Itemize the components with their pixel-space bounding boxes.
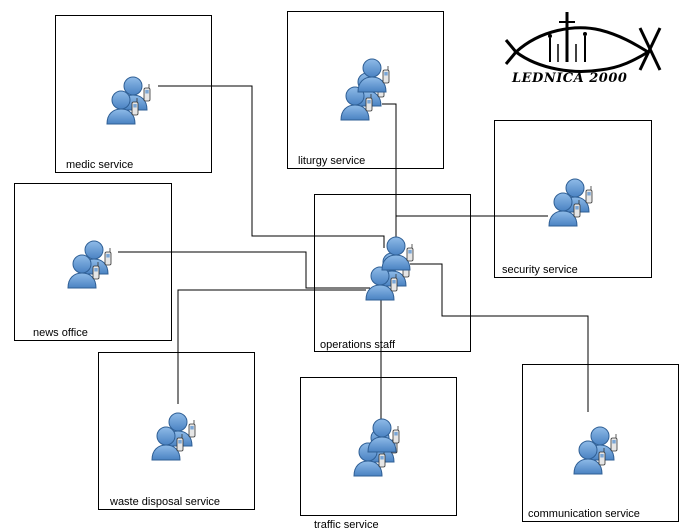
connector-medic [158, 85, 385, 248]
security-service-box [494, 120, 652, 278]
operations-staff-icon [366, 236, 414, 300]
traffic-service-label: traffic service [314, 519, 379, 531]
connector-news [118, 251, 370, 289]
connector-waste [177, 289, 366, 404]
connector-lines [118, 85, 589, 428]
fish-cross-logo-icon [504, 12, 662, 73]
news-office-box [14, 183, 172, 341]
connector-communication [410, 263, 589, 412]
waste-disposal-service-icon [152, 413, 195, 460]
operations-staff-box [314, 194, 471, 352]
node-boxes [14, 11, 679, 522]
liturgy-service-label: liturgy service [298, 155, 365, 167]
waste-disposal-service-box [98, 352, 255, 510]
waste-disposal-service-label: waste disposal service [109, 496, 220, 508]
security-service-icon [549, 179, 592, 226]
medic-service-icon [107, 77, 150, 124]
communication-service-icon [574, 427, 617, 474]
security-service-label: security service [502, 264, 578, 276]
medic-service-box [55, 15, 212, 173]
communication-service-label: communication service [528, 508, 640, 520]
news-office-label: news office [33, 327, 88, 339]
operations-staff-label: operations staff [320, 339, 396, 351]
news-office-icon [68, 241, 111, 288]
liturgy-service-icon [341, 58, 390, 120]
connector-liturgy [382, 103, 397, 240]
traffic-service-icon [354, 418, 400, 476]
liturgy-service-box [287, 11, 444, 169]
medic-service-label: medic service [66, 159, 133, 171]
logo-text: LEDNICA 2000 [511, 71, 627, 86]
communication-service-box [522, 364, 679, 522]
traffic-service-box [300, 377, 457, 516]
